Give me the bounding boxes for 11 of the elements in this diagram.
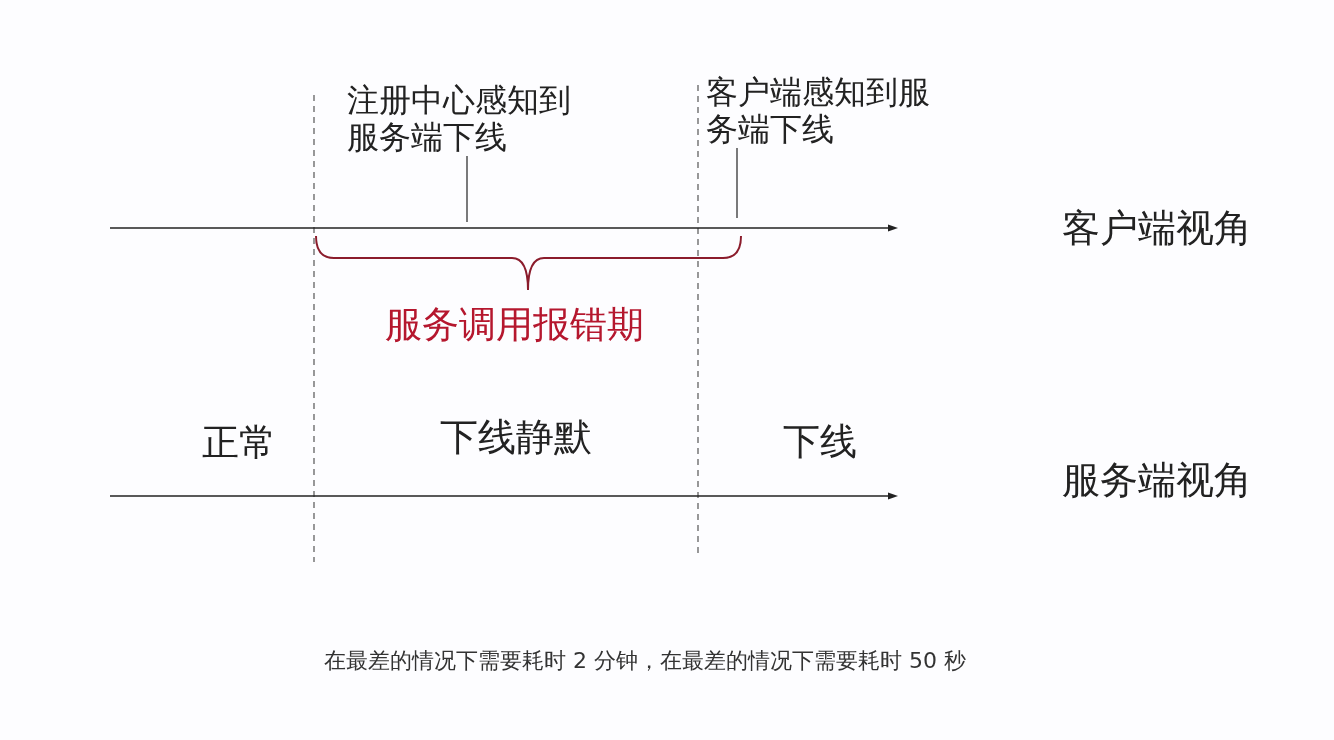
phase-label: 正常 bbox=[202, 421, 276, 466]
caption-text: 在最差的情况下需要耗时 2 分钟，在最差的情况下需要耗时 50 秒 bbox=[324, 648, 966, 675]
event-label: 注册中心感知到服务端下线 bbox=[347, 82, 583, 156]
phase-label: 下线 bbox=[783, 420, 857, 465]
period-label: 服务调用报错期 bbox=[385, 303, 644, 348]
leader-line bbox=[736, 147, 738, 219]
phase-label: 下线静默 bbox=[440, 415, 592, 461]
event-label: 客户端感知到服务端下线 bbox=[706, 74, 942, 148]
leader-line bbox=[466, 155, 468, 223]
perspective-label: 服务端视角 bbox=[1062, 458, 1252, 504]
perspective-label: 客户端视角 bbox=[1062, 206, 1252, 252]
